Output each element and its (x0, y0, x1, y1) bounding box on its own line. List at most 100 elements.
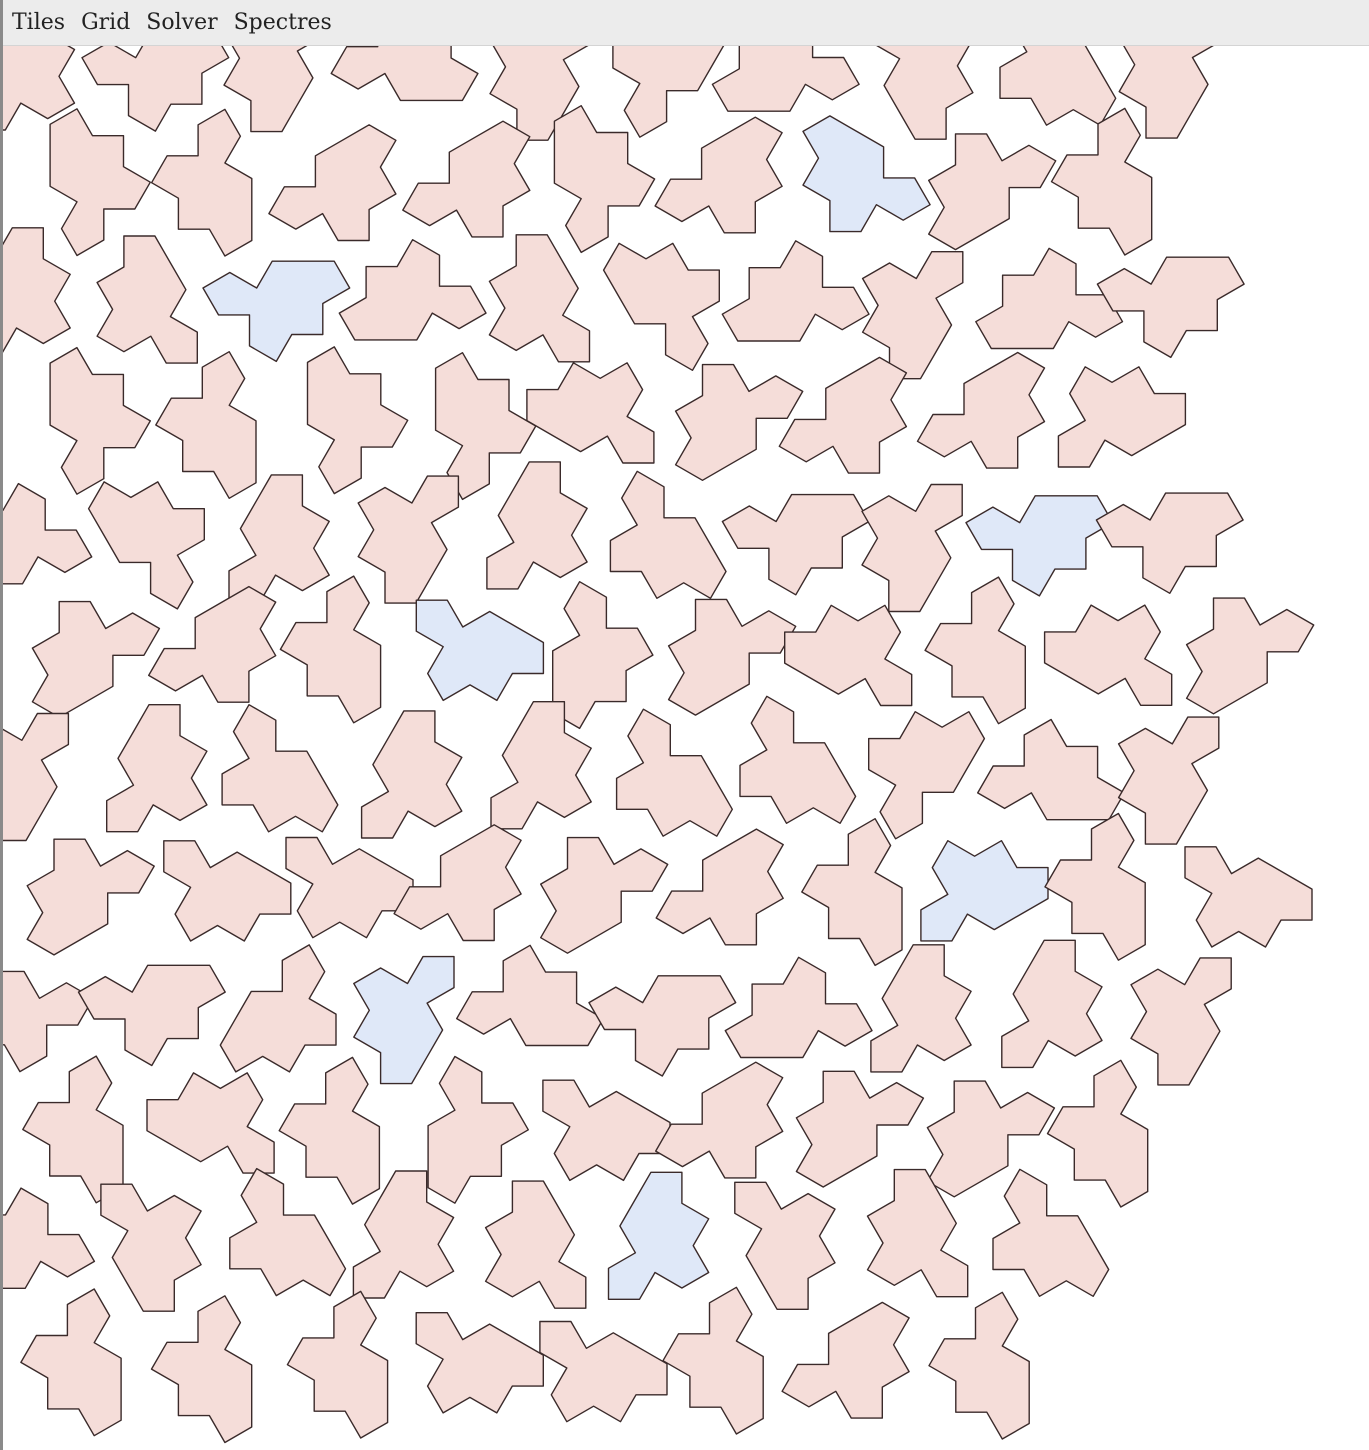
spectre-tile[interactable] (221, 704, 339, 833)
spectre-tile[interactable] (3, 1187, 96, 1289)
spectre-tile[interactable] (100, 1183, 202, 1312)
spectre-tile[interactable] (870, 944, 972, 1073)
spectre-tile[interactable] (20, 1288, 122, 1437)
spectre-tile[interactable] (866, 1168, 969, 1298)
spectre-tile[interactable] (1130, 957, 1232, 1086)
spectre-tile[interactable] (49, 108, 151, 257)
spectre-tile[interactable] (778, 356, 908, 474)
spectre-tile[interactable] (456, 944, 605, 1047)
spectre-tile[interactable] (602, 242, 720, 371)
spectre-tile[interactable] (3, 712, 70, 842)
spectre-tile[interactable] (490, 701, 592, 830)
spectre-tile[interactable] (148, 585, 277, 703)
spectre-tile[interactable] (87, 481, 205, 610)
spectre-tile[interactable] (784, 604, 913, 707)
spectre-tile[interactable] (721, 493, 870, 596)
spectre-tile[interactable] (655, 828, 784, 946)
spectre-tile[interactable] (357, 475, 460, 604)
spectre-tile[interactable] (278, 1056, 381, 1205)
spectre-tile[interactable] (609, 470, 727, 599)
highlighted-spectre-tile[interactable] (202, 260, 351, 363)
spectre-tile[interactable] (1044, 812, 1146, 961)
spectre-tile[interactable] (781, 1301, 910, 1419)
spectre-tile[interactable] (654, 116, 783, 234)
spectre-tile[interactable] (1050, 107, 1153, 256)
highlighted-spectre-tile[interactable] (802, 115, 931, 233)
spectre-tile[interactable] (542, 1079, 671, 1182)
spectre-tile[interactable] (3, 970, 94, 1073)
spectre-tile[interactable] (434, 352, 537, 501)
spectre-tile[interactable] (1185, 597, 1315, 715)
spectre-tile[interactable] (360, 710, 463, 839)
spectre-tile[interactable] (1001, 939, 1103, 1069)
spectre-tile[interactable] (155, 351, 257, 499)
spectre-tile[interactable] (861, 483, 963, 613)
spectre-tile[interactable] (427, 1055, 529, 1204)
spectre-tile[interactable] (734, 1181, 836, 1310)
spectre-tile[interactable] (916, 351, 1046, 469)
spectre-tile[interactable] (928, 1291, 1030, 1440)
menu-grid[interactable]: Grid (81, 9, 131, 35)
spectre-tile[interactable] (3, 482, 93, 585)
spectre-tile[interactable] (739, 695, 857, 824)
spectre-tile[interactable] (724, 956, 873, 1059)
spectre-tile[interactable] (150, 1295, 253, 1444)
spectre-tile[interactable] (228, 474, 330, 603)
spectre-tile[interactable] (49, 346, 151, 495)
spectre-tile[interactable] (306, 346, 409, 495)
spectre-tile[interactable] (402, 120, 531, 238)
spectre-tile[interactable] (150, 108, 253, 257)
spectre-tile[interactable] (268, 124, 397, 242)
spectre-tile[interactable] (338, 239, 487, 341)
spectre-tile[interactable] (526, 362, 655, 464)
spectre-tile[interactable] (3, 227, 71, 355)
spectre-tile[interactable] (415, 1312, 544, 1414)
spectre-tile[interactable] (667, 598, 797, 716)
spectre-tile[interactable] (1118, 46, 1219, 139)
menu-solver[interactable]: Solver (146, 9, 218, 35)
spectre-tile[interactable] (999, 46, 1117, 126)
spectre-tile[interactable] (801, 818, 903, 967)
spectre-tile[interactable] (484, 1180, 587, 1309)
spectre-tile[interactable] (721, 240, 870, 342)
spectre-tile[interactable] (229, 1167, 347, 1297)
menu-spectres[interactable]: Spectres (233, 9, 332, 35)
spectre-tile[interactable] (711, 46, 860, 112)
spectre-tile[interactable] (873, 46, 974, 140)
spectre-tile[interactable] (146, 1072, 275, 1174)
spectre-tile[interactable] (3, 46, 76, 131)
spectre-tile[interactable] (106, 704, 208, 833)
spectre-tile[interactable] (31, 600, 161, 718)
spectre-tile[interactable] (868, 711, 986, 840)
spectre-tile[interactable] (553, 105, 656, 254)
spectre-tile[interactable] (1095, 492, 1244, 594)
spectre-tile[interactable] (1117, 716, 1220, 845)
spectre-tile[interactable] (1096, 256, 1245, 359)
spectre-tile[interactable] (219, 944, 337, 1073)
spectre-tile[interactable] (539, 1320, 668, 1423)
spectre-tile[interactable] (1046, 1059, 1149, 1208)
tiling-canvas[interactable] (3, 46, 1369, 1450)
spectre-tile[interactable] (223, 46, 324, 133)
spectre-tile[interactable] (992, 1168, 1110, 1297)
spectre-tile[interactable] (352, 1170, 455, 1299)
spectre-tile[interactable] (540, 836, 669, 954)
spectre-tile[interactable] (975, 247, 1124, 350)
spectre-tile[interactable] (393, 824, 522, 942)
spectre-tile[interactable] (486, 461, 588, 590)
spectre-tile[interactable] (977, 718, 1126, 821)
spectre-tile[interactable] (330, 46, 479, 102)
spectre-tile[interactable] (612, 46, 729, 138)
spectre-tile[interactable] (924, 576, 1026, 725)
spectre-tile[interactable] (795, 1070, 925, 1188)
spectre-tile[interactable] (488, 234, 591, 363)
spectre-tile[interactable] (163, 840, 292, 942)
spectre-tile[interactable] (286, 1290, 389, 1439)
spectre-tile[interactable] (96, 235, 198, 364)
menu-tiles[interactable]: Tiles (12, 9, 66, 35)
spectre-tile[interactable] (26, 838, 155, 956)
spectre-tile[interactable] (77, 964, 226, 1067)
spectre-tile[interactable] (81, 46, 230, 132)
spectre-tile[interactable] (588, 975, 737, 1077)
spectre-tile[interactable] (279, 575, 382, 724)
